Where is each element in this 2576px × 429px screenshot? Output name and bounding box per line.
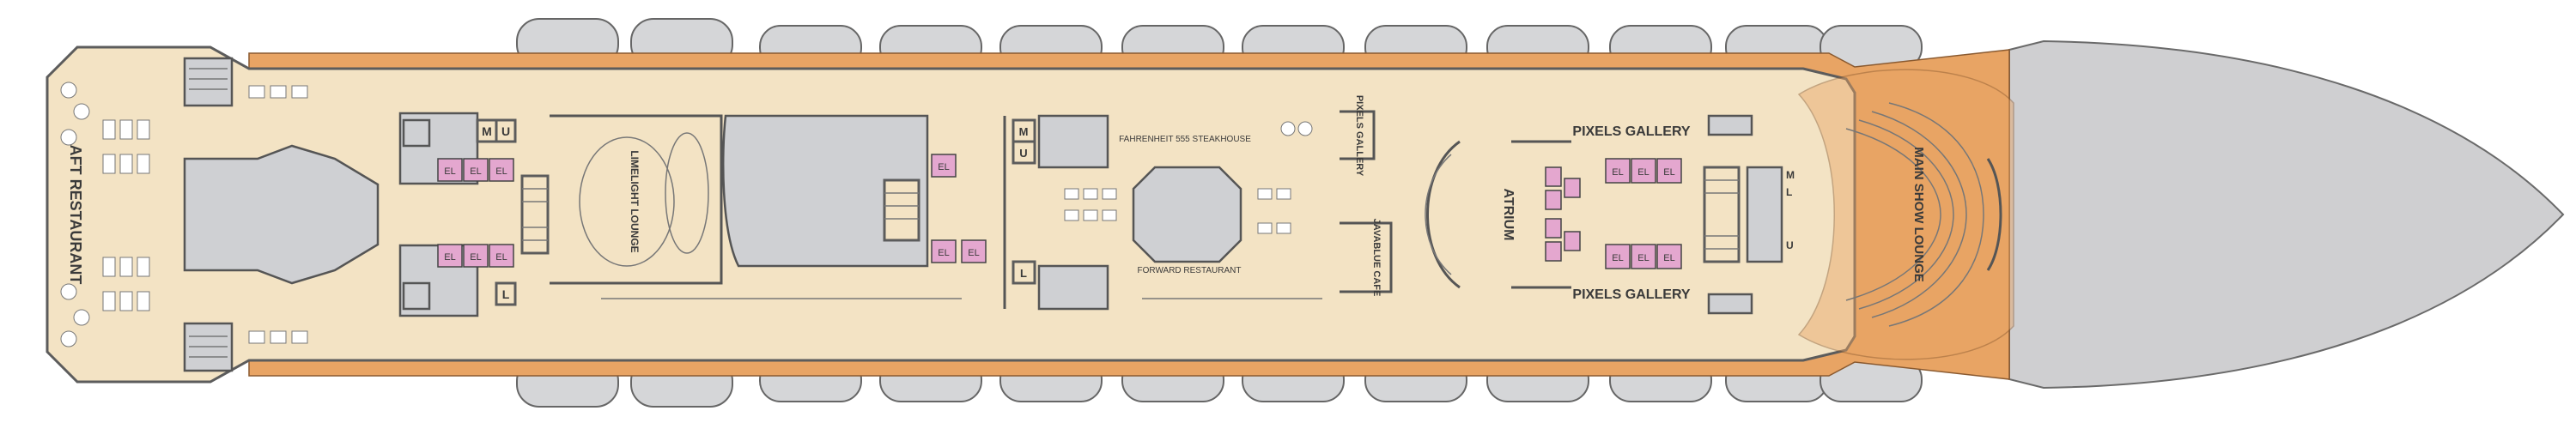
laundry-label: L <box>1786 186 1792 198</box>
elevator[interactable] <box>463 158 489 182</box>
elevator[interactable] <box>1605 244 1631 269</box>
svg-text:EL: EL <box>1612 253 1623 263</box>
elevator[interactable] <box>1656 244 1682 269</box>
forward-restaurant-tables <box>1064 121 1313 234</box>
elevators-forward: EL EL EL EL EL EL <box>1605 158 1682 269</box>
svg-text:EL: EL <box>470 252 481 263</box>
limelight-lounge-label: LIMELIGHT LOUNGE <box>629 150 641 252</box>
elevator[interactable] <box>1656 158 1682 184</box>
svg-text:EL: EL <box>938 162 949 172</box>
restroom-u-label: U <box>1786 239 1794 251</box>
elevator[interactable] <box>489 244 514 268</box>
elevator[interactable] <box>1605 158 1631 184</box>
aft-galley <box>183 144 380 285</box>
elevator[interactable] <box>463 244 489 268</box>
forward-restaurant-core <box>1132 166 1242 263</box>
elevator[interactable] <box>931 239 957 263</box>
elevator[interactable] <box>489 158 514 182</box>
restroom-m-label: M <box>482 124 492 138</box>
show-lounge-floor <box>1797 69 2014 360</box>
restroom-u-label: U <box>501 124 510 138</box>
restroom-m-label: M <box>1019 125 1029 138</box>
forward-restaurant-label: FORWARD RESTAURANT <box>1138 266 1242 275</box>
javablue-cafe-label: JAVABLUE CAFE <box>1371 219 1382 297</box>
aft-core-top <box>402 118 431 148</box>
forward-galley-top <box>1037 114 1109 169</box>
svg-text:EL: EL <box>1637 167 1649 178</box>
aft-restaurant-tables <box>60 82 308 347</box>
aft-stairs <box>520 174 550 255</box>
atrium <box>1426 140 1571 289</box>
pixels-gallery-side-label: PIXELS GALLERY <box>1354 95 1364 177</box>
svg-text:EL: EL <box>444 252 455 263</box>
aft-restaurant-label: AFT RESTAURANT <box>67 145 84 285</box>
forward-core <box>1746 166 1783 263</box>
svg-text:EL: EL <box>495 166 507 177</box>
fahrenheit-steakhouse-label: FAHRENHEIT 555 STEAKHOUSE <box>1119 135 1251 144</box>
elevator[interactable] <box>1631 158 1656 184</box>
aft-stair-top <box>183 57 234 107</box>
pixels-gallery-bottom-label: PIXELS GALLERY <box>1572 287 1691 302</box>
show-lounge-seating <box>1845 102 2002 327</box>
svg-text:EL: EL <box>1663 253 1674 263</box>
atrium-label: ATRIUM <box>1501 188 1516 240</box>
bow-hull <box>2008 39 2565 390</box>
restroom-u-label: U <box>1019 147 1027 160</box>
svg-text:EL: EL <box>1612 167 1623 178</box>
laundry-label: L <box>1020 267 1027 280</box>
elevator[interactable] <box>1631 244 1656 269</box>
main-show-lounge-label: MAIN SHOW LOUNGE <box>1911 147 1926 282</box>
aft-core-bottom <box>402 281 431 311</box>
elevator[interactable] <box>437 244 463 268</box>
svg-text:EL: EL <box>470 166 481 177</box>
elevators-aft: EL EL EL EL EL EL <box>437 158 514 268</box>
elevator[interactable] <box>931 154 957 178</box>
pixels-gallery-top-label: PIXELS GALLERY <box>1572 124 1691 139</box>
limelight-lounge <box>550 114 723 285</box>
svg-text:EL: EL <box>938 248 949 258</box>
svg-text:EL: EL <box>968 248 979 258</box>
forward-galley-bottom <box>1037 264 1109 311</box>
svg-text:EL: EL <box>444 166 455 177</box>
restroom-m-label: M <box>1786 169 1795 181</box>
elevator[interactable] <box>437 158 463 182</box>
elevator[interactable] <box>961 239 987 263</box>
svg-text:EL: EL <box>1663 167 1674 178</box>
mid-service-block <box>721 114 929 268</box>
svg-text:EL: EL <box>1637 253 1649 263</box>
svg-text:EL: EL <box>495 252 507 263</box>
atrium-elevators <box>1545 166 1581 262</box>
laundry-label: L <box>502 287 510 301</box>
